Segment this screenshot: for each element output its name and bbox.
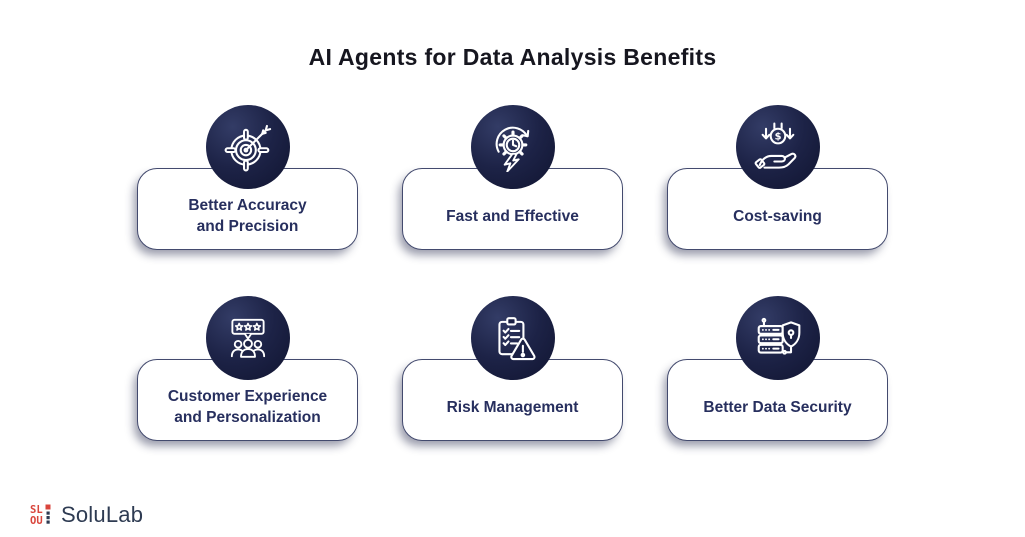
gear-clock-lightning-icon [495,126,529,172]
solulab-logo: SL OU SoluLab [30,502,143,528]
server-shield-icon [757,317,800,355]
benefit-fast: Fast and Effective [402,105,623,251]
customer-review-icon [230,318,265,358]
solulab-logo-icon: SL OU [30,504,51,527]
solulab-logo-text: SoluLab [61,502,144,527]
svg-text:SL: SL [30,504,43,516]
accuracy-icon-badge [205,105,290,189]
hand-dollar-icon: $ [754,122,796,169]
benefit-label: Risk Management [446,398,579,416]
cost-icon-badge: $ [735,105,820,189]
benefit-cost: $ Cost-saving [667,105,888,251]
benefit-label: Better Data Security [703,398,852,416]
benefit-label: Cost-saving [733,207,822,225]
security-icon-badge [735,296,820,380]
clipboard-warning-icon [497,317,536,361]
customer-icon-badge [205,296,290,380]
benefit-label: Fast and Effective [446,207,579,225]
target-arrow-icon [224,124,271,172]
fast-icon-badge [470,105,555,189]
benefit-security: Better Data Security [667,296,888,442]
benefit-risk: Risk Management [402,296,623,442]
risk-icon-badge [470,296,555,380]
svg-text:$: $ [774,132,781,143]
svg-text:OU: OU [30,515,43,527]
page-title: AI Agents for Data Analysis Benefits [308,44,717,70]
